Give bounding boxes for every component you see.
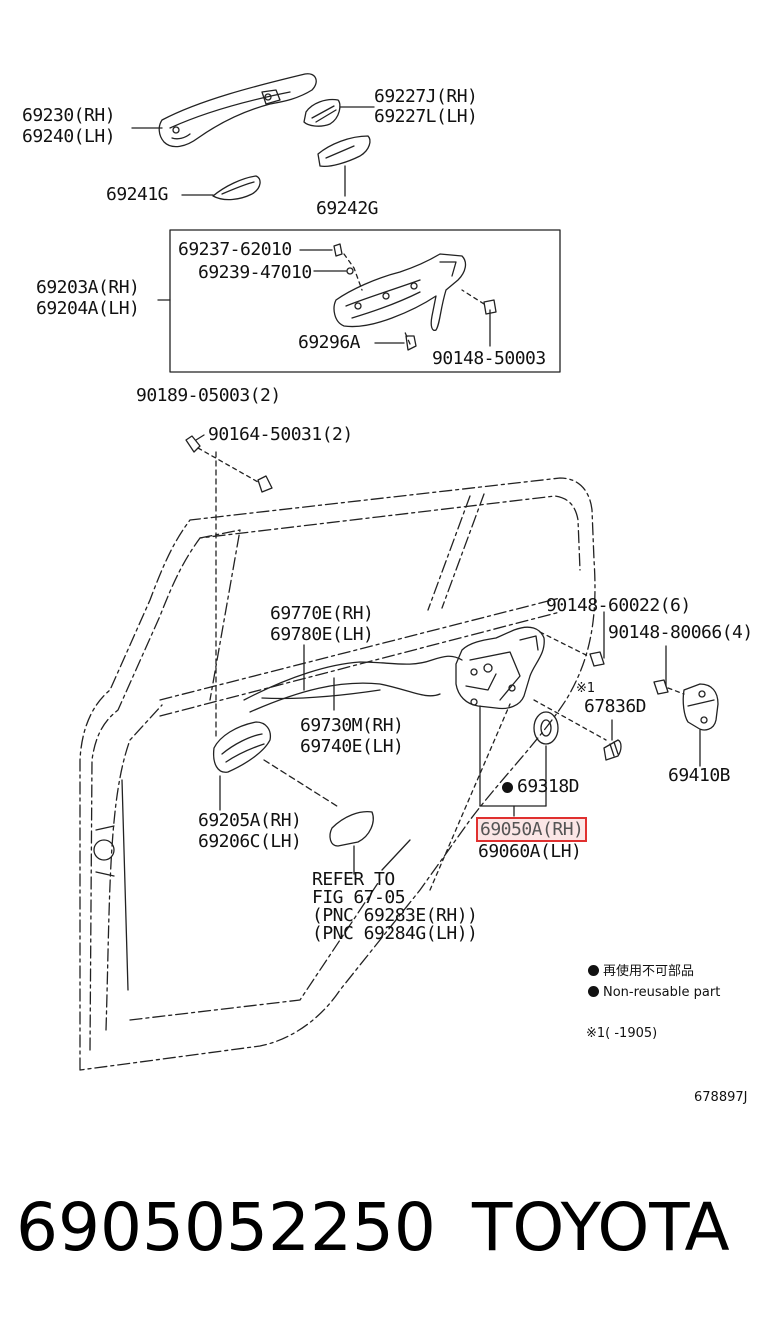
label-rod-lh: 69740E(LH) — [300, 736, 404, 757]
figure-id: 678897J — [694, 1090, 748, 1105]
label-screw-90148-60022: 90148-60022(6) — [546, 595, 691, 616]
frame-box — [169, 229, 561, 373]
pad-69241g-illustration — [212, 175, 261, 201]
label-bolt-90148-50003: 90148-50003 — [432, 348, 546, 369]
label-striker-69410b: 69410B — [668, 765, 731, 786]
footer-brand: TOYOTA — [472, 1189, 730, 1266]
striker-illustration — [682, 683, 719, 767]
label-clip-90164: 90164-50031(2) — [208, 424, 353, 445]
legend-dot-icon — [588, 965, 599, 976]
top-leaders — [131, 106, 375, 197]
legend-en-text: Non-reusable part — [603, 985, 721, 1000]
lock-leaders — [429, 631, 607, 891]
outside-handle-illustration — [158, 73, 317, 148]
label-cable-lh: 69780E(LH) — [270, 624, 374, 645]
label-rod-rh: 69730M(RH) — [300, 715, 404, 736]
label-frame-rh: 69203A(RH) — [36, 277, 140, 298]
refer-line-4: (PNC 69284G(LH)) — [312, 923, 478, 944]
label-seal-69318d: 69318D — [502, 776, 580, 797]
legend-dot-icon — [588, 986, 599, 997]
label-bolt-69296a: 69296A — [298, 332, 361, 353]
label-door-lock-lh: 69060A(LH) — [478, 841, 582, 862]
refer-piece-illustration — [329, 810, 374, 875]
label-67836d: 67836D — [584, 696, 647, 717]
refer-line-3: (PNC 69283E(RH)) — [312, 905, 478, 926]
diagram-drawing — [79, 73, 719, 1071]
label-handle-rh: 69230(RH) — [22, 105, 116, 126]
door-outline — [79, 477, 596, 1071]
label-clip-90189: 90189-05003(2) — [136, 385, 281, 406]
label-cable-rh: 69770E(RH) — [270, 603, 374, 624]
cover-67836d-illustration — [603, 719, 622, 761]
refer-line-1: REFER TO — [312, 869, 395, 890]
label-handle-lh: 69240(LH) — [22, 126, 116, 147]
label-note-mark: ※1 — [576, 681, 596, 696]
label-seal-text: 69318D — [517, 776, 580, 797]
label-frame-lh: 69204A(LH) — [36, 298, 140, 319]
box-screws — [299, 243, 497, 351]
label-pad-69242g: 69242G — [316, 198, 379, 219]
legend-jp-text: 再使用不可部品 — [603, 964, 695, 979]
cables — [243, 644, 463, 713]
legend-jp: 再使用不可部品 — [588, 964, 694, 980]
handle-cover-illustration — [303, 98, 341, 127]
label-screw-90148-80066: 90148-80066(4) — [608, 622, 753, 643]
seal-ring-illustration — [533, 711, 559, 745]
label-door-lock-rh[interactable]: 69050A(RH) — [475, 817, 588, 842]
refer-line-2: FIG 67-05 — [312, 887, 406, 908]
inside-handle-illustration — [212, 721, 341, 811]
label-cover-lh: 69227L(LH) — [374, 106, 478, 127]
door-hinge-details — [93, 779, 129, 991]
frame-illustration — [333, 253, 467, 332]
label-cover-rh: 69227J(RH) — [374, 86, 478, 107]
label-inside-handle-lh: 69206C(LH) — [198, 831, 302, 852]
door-lock-illustration — [455, 626, 545, 710]
footer-part-number: 6905052250 — [16, 1189, 436, 1266]
legend-en: Non-reusable part — [588, 985, 720, 1001]
label-screw-69239: 69239-47010 — [198, 262, 312, 283]
legend-note: ※1( -1905) — [586, 1026, 658, 1041]
label-inside-handle-rh: 69205A(RH) — [198, 810, 302, 831]
label-pad-69241g: 69241G — [106, 184, 169, 205]
clips — [185, 434, 273, 741]
pad-69242g-illustration — [317, 135, 371, 168]
non-reusable-marker-icon — [502, 782, 513, 793]
label-screw-69237: 69237-62010 — [178, 239, 292, 260]
right-bolts — [589, 611, 685, 695]
refer-leader — [381, 839, 411, 871]
highlighted-part-number[interactable]: 69050A(RH) — [475, 817, 588, 842]
